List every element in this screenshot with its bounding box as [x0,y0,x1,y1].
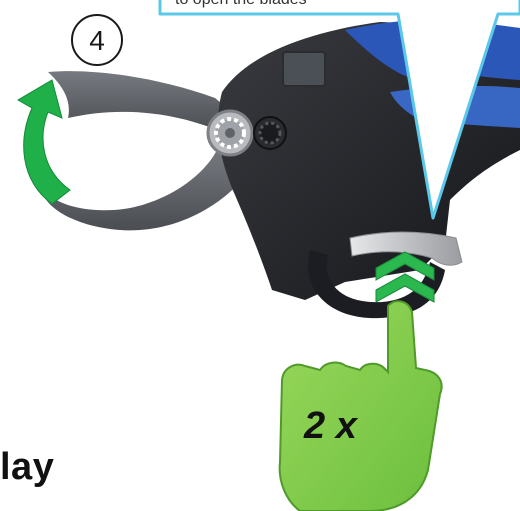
step-badge: 4 [72,15,122,65]
gear-icon [254,117,286,149]
gear-icon [208,111,252,155]
callout-text: to open the blades [175,0,307,8]
lower-blade [43,148,250,230]
step-number: 4 [89,25,105,56]
open-arrow-icon [18,80,70,204]
press-count-label: 2 x [303,405,359,447]
upper-blade [48,71,232,132]
partial-heading: lay [0,448,54,486]
display-window [283,52,325,86]
